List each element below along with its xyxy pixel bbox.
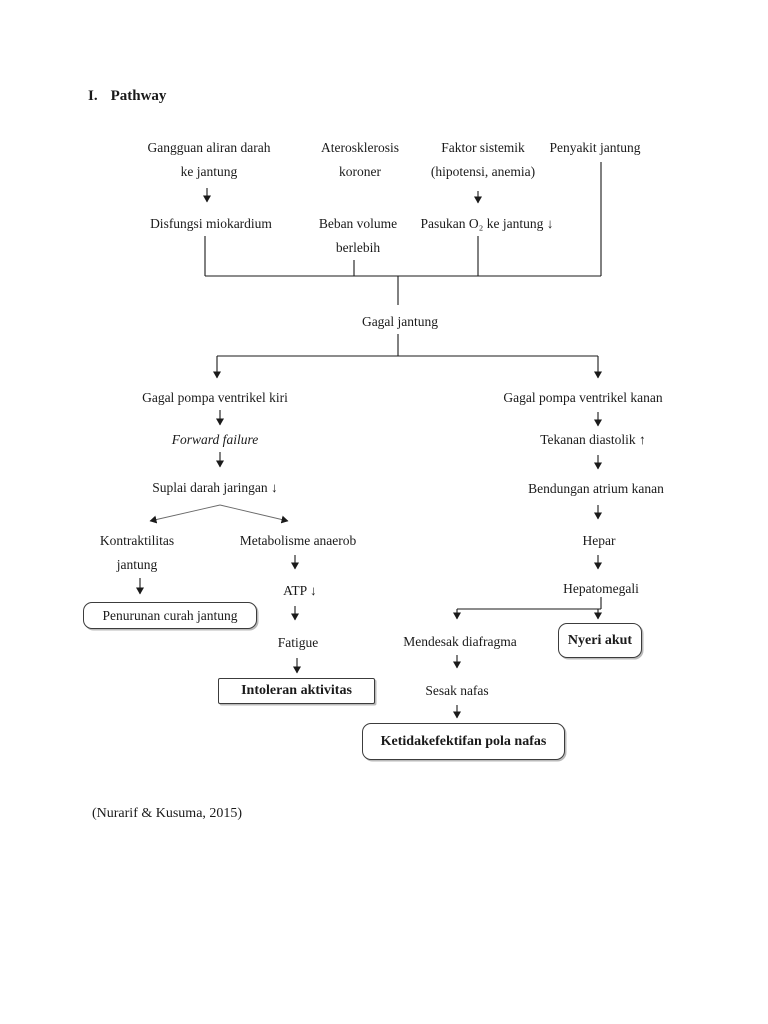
node-bendungan-atrium-kanan: Bendungan atrium kanan bbox=[528, 481, 664, 496]
node-kontraktilitas-jantung: Kontraktilitas jantung bbox=[100, 529, 174, 577]
node-line: jantung bbox=[116, 557, 158, 572]
diagnosis-box-intoleran-aktivitas: Intoleran aktivitas bbox=[218, 678, 375, 704]
node-faktor-sistemik: Faktor sistemik (hipotensi, anemia) bbox=[431, 136, 535, 184]
node-line: ke jantung bbox=[180, 164, 238, 179]
arrow-suplai-to-metabolisme bbox=[219, 504, 289, 524]
section-title: Pathway bbox=[110, 88, 167, 104]
node-beban-volume-berlebih: Beban volume berlebih bbox=[319, 212, 397, 260]
node-gagal-pompa-ventrikel-kiri: Gagal pompa ventrikel kiri bbox=[142, 390, 288, 405]
node-pasukan-o2-ke-jantung: Pasukan O₂ ke jantung ↓ bbox=[420, 216, 554, 231]
diagnosis-box-penurunan-curah-jantung: Penurunan curah jantung bbox=[83, 602, 257, 629]
node-hepar: Hepar bbox=[582, 533, 616, 548]
node-line: (hipotensi, anemia) bbox=[430, 164, 536, 179]
section-heading: I. Pathway bbox=[88, 88, 166, 105]
node-atp: ATP ↓ bbox=[283, 583, 317, 598]
node-line: Faktor sistemik bbox=[441, 140, 525, 155]
node-line: Kontraktilitas bbox=[99, 533, 175, 548]
node-line: Aterosklerosis bbox=[321, 140, 399, 155]
node-gagal-jantung: Gagal jantung bbox=[361, 314, 439, 329]
node-forward-failure: Forward failure bbox=[171, 432, 259, 447]
node-suplai-darah-jaringan: Suplai darah jaringan ↓ bbox=[152, 480, 278, 495]
section-numeral: I. bbox=[88, 88, 98, 104]
node-gagal-pompa-ventrikel-kanan: Gagal pompa ventrikel kanan bbox=[503, 390, 663, 405]
node-sesak-nafas: Sesak nafas bbox=[425, 683, 489, 698]
node-line: Gangguan aliran darah bbox=[147, 140, 271, 155]
node-aterosklerosis-koroner: Aterosklerosis koroner bbox=[321, 136, 399, 184]
diagnosis-box-nyeri-akut: Nyeri akut bbox=[558, 623, 642, 658]
arrow-suplai-to-kontraktilitas bbox=[149, 504, 221, 524]
node-metabolisme-anaerob: Metabolisme anaerob bbox=[239, 533, 357, 548]
node-line: Beban volume bbox=[318, 216, 398, 231]
node-line: berlebih bbox=[335, 240, 381, 255]
node-penyakit-jantung: Penyakit jantung bbox=[549, 140, 641, 155]
node-fatigue: Fatigue bbox=[277, 635, 319, 650]
diagnosis-box-ketidakefektifan-pola-nafas: Ketidakefektifan pola nafas bbox=[362, 723, 565, 760]
node-hepatomegali: Hepatomegali bbox=[563, 581, 639, 596]
node-gangguan-aliran-darah: Gangguan aliran darah ke jantung bbox=[148, 136, 271, 184]
node-line: koroner bbox=[339, 164, 381, 179]
node-disfungsi-miokardium: Disfungsi miokardium bbox=[150, 216, 272, 231]
node-mendesak-diafragma: Mendesak diafragma bbox=[403, 634, 517, 649]
source-citation: (Nurarif & Kusuma, 2015) bbox=[92, 806, 243, 821]
node-tekanan-diastolik: Tekanan diastolik ↑ bbox=[540, 432, 646, 447]
